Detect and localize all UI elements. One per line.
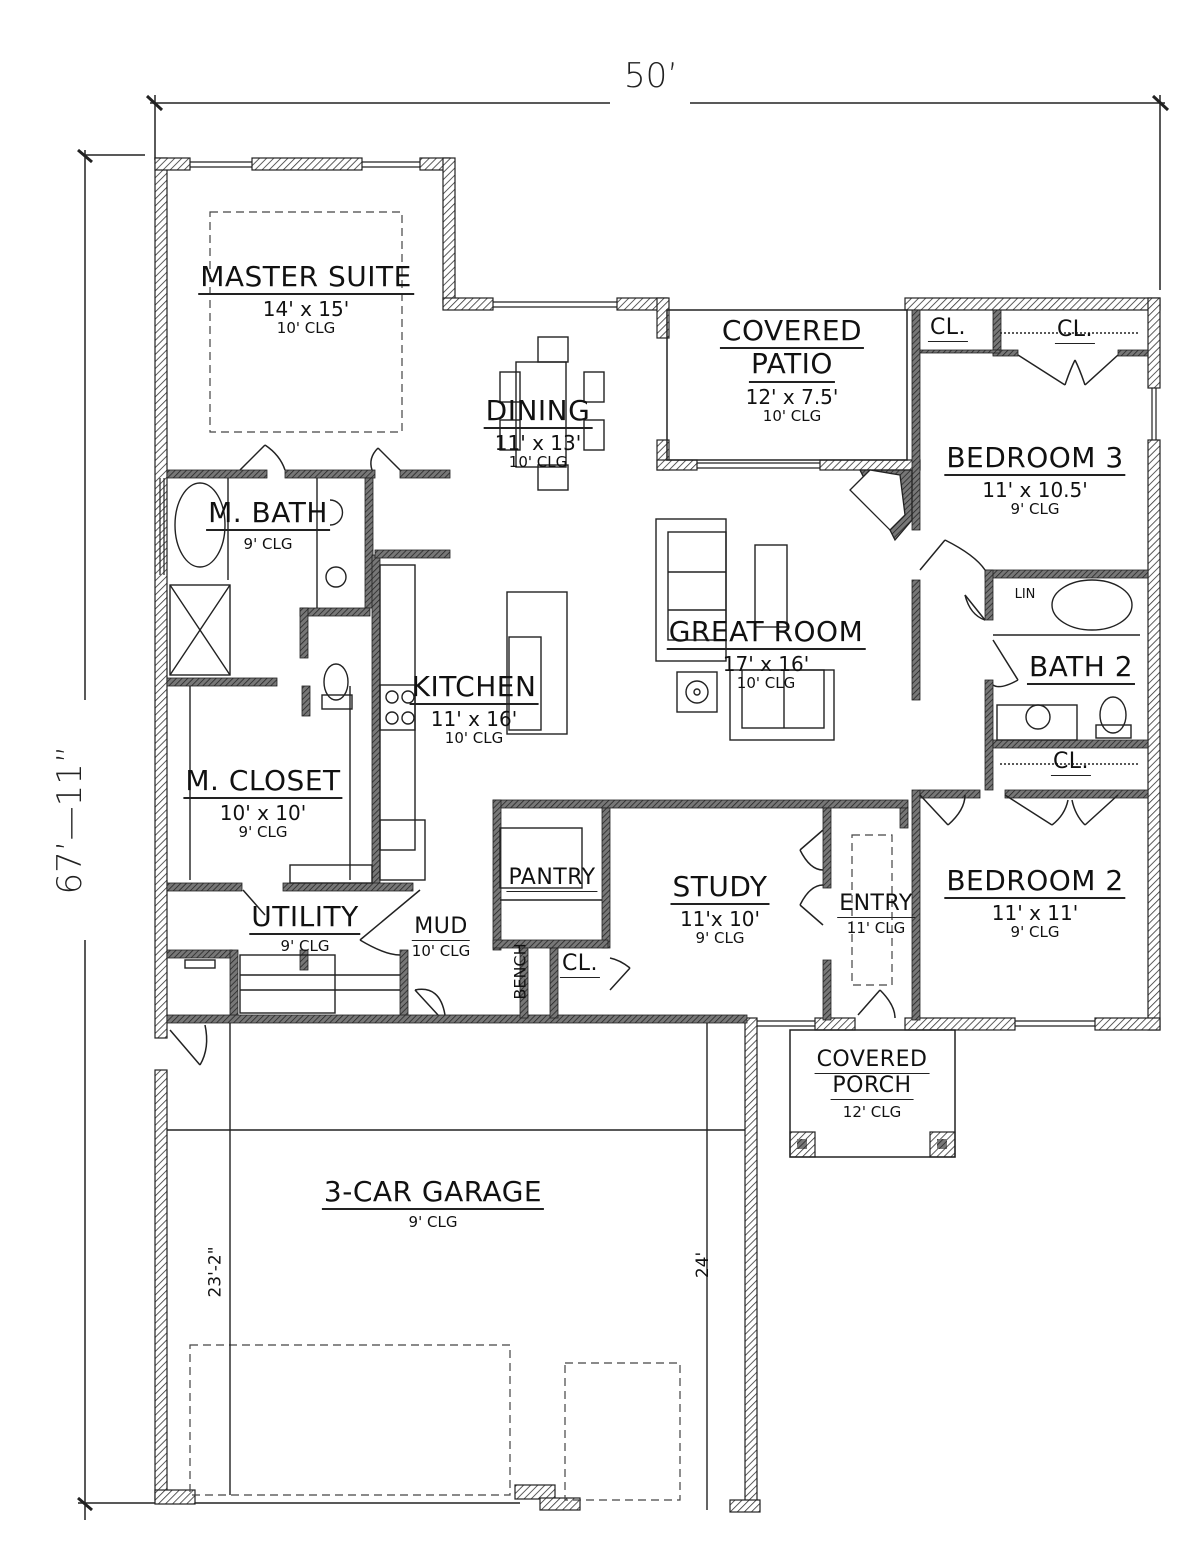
- bath-2-linen: LIN: [1014, 587, 1036, 602]
- room-kitchen: KITCHEN 11' x 16' 10' CLG: [409, 672, 539, 748]
- room-bath-2: BATH 2: [1026, 652, 1136, 686]
- room-mud: MUD 10' CLG: [412, 915, 470, 960]
- room-name-line1: COVERED: [814, 1048, 930, 1075]
- room-bedroom-2: BEDROOM 2 11' x 11' 9' CLG: [944, 866, 1126, 942]
- room-size: 11'x 10': [679, 907, 761, 932]
- room-ceiling: 10' CLG: [736, 674, 796, 693]
- room-name: M. BATH: [206, 498, 330, 532]
- room-name-line2: PATIO: [749, 349, 835, 383]
- fireplace: [849, 469, 913, 542]
- room-size: 12' x 7.5': [745, 384, 839, 409]
- room-name: BEDROOM 2: [944, 866, 1126, 900]
- dimension-lines: [77, 94, 1170, 1520]
- room-size: 11' x 11': [991, 901, 1079, 926]
- room-ceiling: 9' CLG: [408, 1213, 458, 1232]
- room-size: 17' x 16': [722, 652, 810, 677]
- room-ceiling: 10' CLG: [508, 453, 568, 472]
- room-ceiling: 9' CLG: [1010, 500, 1060, 519]
- bedroom-3-closet-left: CL.: [927, 316, 969, 343]
- room-size: 11' x 10.5': [982, 478, 1088, 503]
- room-name: DINING: [483, 396, 593, 430]
- room-name-line1: COVERED: [719, 316, 865, 350]
- room-ceiling: 9' CLG: [280, 937, 330, 956]
- room-size: 14' x 15': [262, 297, 350, 322]
- room-master-suite: MASTER SUITE 14' x 15' 10' CLG: [198, 262, 414, 337]
- room-name: MASTER SUITE: [198, 262, 414, 296]
- room-covered-patio: COVERED PATIO 12' x 7.5' 10' CLG: [719, 316, 865, 425]
- overall-depth-dimension: 67’—11”: [50, 745, 90, 895]
- bedroom-3-closet-right: CL.: [1054, 318, 1096, 345]
- room-ceiling: 9' CLG: [695, 929, 745, 948]
- room-dining: DINING 11' x 13' 10' CLG: [483, 396, 593, 472]
- garage-left-dimension: 23'-2": [205, 1246, 226, 1298]
- hall-closet: CL.: [559, 952, 601, 979]
- room-ceiling: 10' CLG: [411, 942, 471, 961]
- room-ceiling: 12' CLG: [842, 1103, 902, 1122]
- room-entry: ENTRY 11' CLG: [837, 892, 915, 937]
- room-name: KITCHEN: [409, 672, 539, 706]
- garage-right-dimension: 24': [693, 1251, 714, 1279]
- exterior-walls: [154, 157, 1161, 1513]
- room-ceiling: 10' CLG: [762, 406, 822, 425]
- room-bedroom-3: BEDROOM 3 11' x 10.5' 9' CLG: [944, 443, 1126, 519]
- room-name: UTILITY: [249, 902, 361, 936]
- overall-width-dimension: 50’: [624, 56, 679, 96]
- room-name: GREAT ROOM: [666, 617, 866, 651]
- room-name-line2: PORCH: [830, 1074, 914, 1101]
- room-pantry: PANTRY: [506, 866, 598, 893]
- fixtures: [167, 332, 1140, 1510]
- room-name: BATH 2: [1026, 652, 1136, 686]
- room-name: BEDROOM 3: [944, 443, 1126, 477]
- room-garage: 3-CAR GARAGE 9' CLG: [321, 1177, 545, 1232]
- room-size: 10' x 10': [219, 801, 307, 826]
- room-ceiling: 9' CLG: [1010, 923, 1060, 942]
- room-utility: UTILITY 9' CLG: [249, 902, 361, 956]
- room-name: 3-CAR GARAGE: [321, 1177, 545, 1211]
- room-study: STUDY 11'x 10' 9' CLG: [670, 872, 770, 948]
- interior-walls: [166, 309, 1149, 1024]
- room-size: 11' x 16': [430, 707, 518, 732]
- room-ceiling: 10' CLG: [276, 319, 336, 338]
- room-master-closet: M. CLOSET 10' x 10' 9' CLG: [183, 766, 343, 842]
- room-name: ENTRY: [837, 892, 915, 919]
- room-name: MUD: [412, 915, 470, 942]
- room-great-room: GREAT ROOM 17' x 16' 10' CLG: [666, 617, 866, 693]
- room-ceiling: 11' CLG: [846, 919, 906, 938]
- room-size: 11' x 13': [494, 431, 582, 456]
- room-ceiling: 9' CLG: [243, 535, 293, 554]
- bath-2-closet: CL.: [1050, 750, 1092, 777]
- bench-label: BENCH: [510, 943, 530, 1000]
- room-name: STUDY: [670, 872, 770, 906]
- room-covered-porch: COVERED PORCH 12' CLG: [814, 1048, 930, 1122]
- windows: [159, 161, 1157, 1027]
- room-name: M. CLOSET: [183, 766, 343, 800]
- room-master-bath: M. BATH 9' CLG: [206, 498, 330, 553]
- room-ceiling: 10' CLG: [444, 729, 504, 748]
- room-ceiling: 9' CLG: [238, 823, 288, 842]
- doors: [169, 354, 1119, 1066]
- room-name: PANTRY: [506, 866, 598, 893]
